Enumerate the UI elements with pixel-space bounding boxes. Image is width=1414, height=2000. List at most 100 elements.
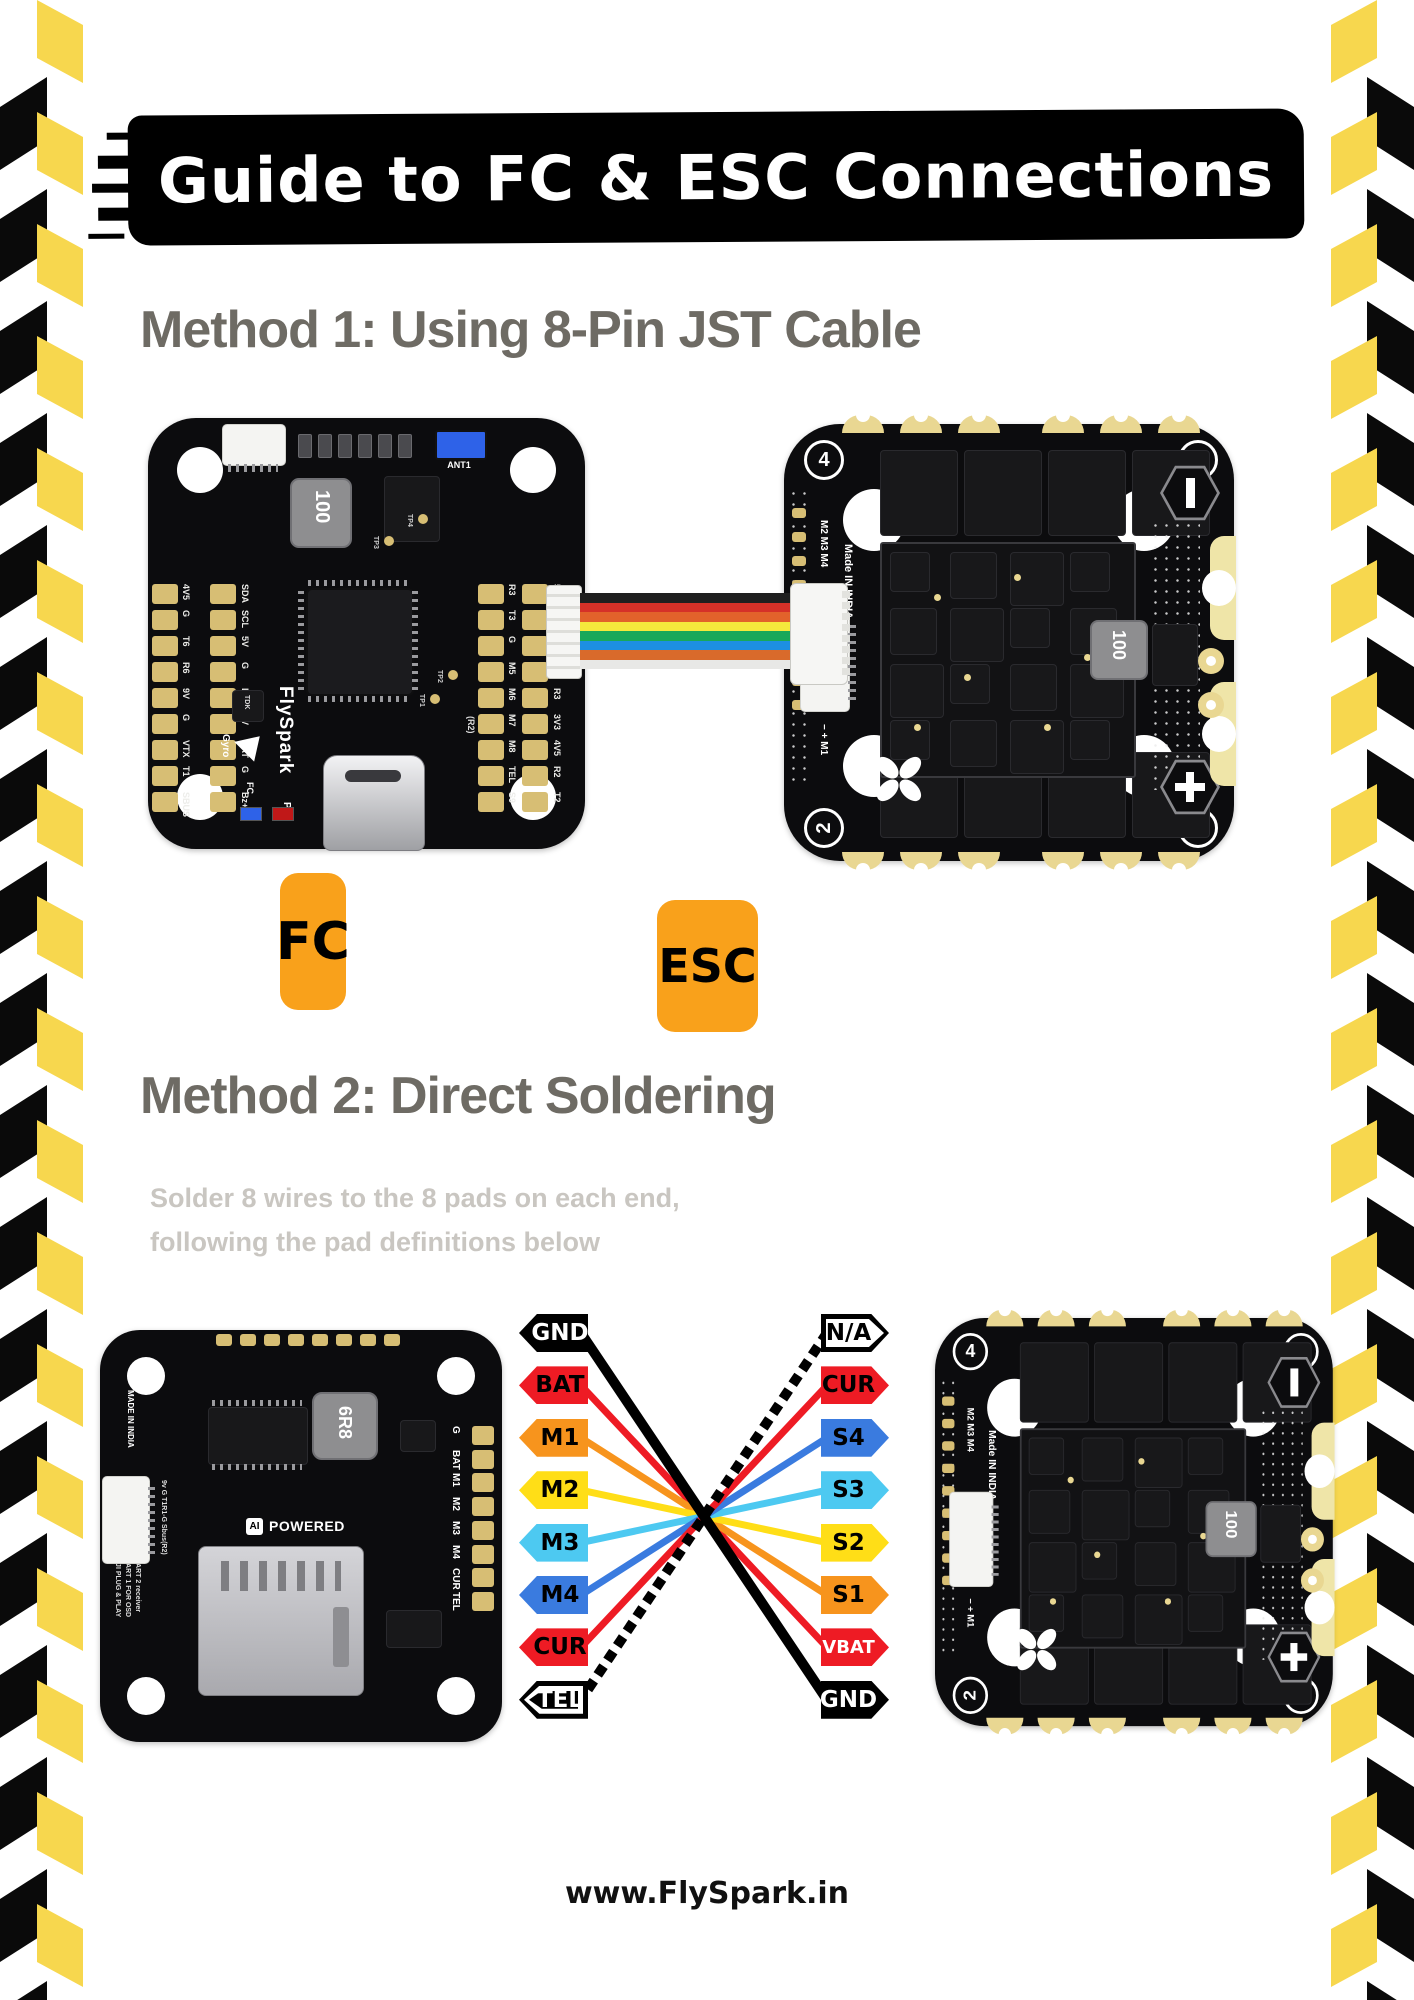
jst-socket-pins: [991, 1501, 999, 1576]
tape-yellow-chevron: [37, 896, 83, 979]
flyspark-logo: [870, 750, 928, 808]
smd-chip: [1070, 552, 1110, 592]
mcu-pins-bottom: [308, 696, 408, 702]
smd-chip: [1010, 664, 1057, 711]
right-outer-label: 4V5: [552, 740, 562, 757]
tape-yellow-chevron: [1331, 896, 1377, 979]
esc-label-tag: ESC: [657, 900, 758, 1032]
test-point-dot: [384, 536, 394, 546]
tape-yellow-chevron: [1331, 1344, 1377, 1427]
pad-tag-vbat: VBAT: [821, 1628, 889, 1667]
smd-chip: [1134, 1594, 1183, 1645]
motor-pad-scallop: [1158, 852, 1200, 877]
tdk-label: TDK: [243, 695, 250, 710]
motor-pad-scallop: [1158, 408, 1200, 433]
left-outer-label: R6: [181, 662, 191, 674]
tape-black-chevron: [1367, 1869, 1414, 1962]
tape-yellow-chevron: [1331, 448, 1377, 531]
right-outer-label: R3: [552, 688, 562, 700]
right-inner-pad: [478, 584, 504, 604]
capacitor: [398, 434, 412, 458]
edge-pad: [288, 1334, 304, 1346]
tape-black-chevron: [1367, 1645, 1414, 1738]
right-outer-pad: [522, 792, 548, 812]
motor-pad-scallop: [1214, 1717, 1252, 1742]
fc-solder-pad: [472, 1568, 494, 1588]
solder-dot: [1094, 1551, 1101, 1559]
inductor-100-label: 100: [1109, 630, 1129, 661]
smd-chip: [1028, 1437, 1065, 1475]
method2-heading: Method 2: Direct Soldering: [140, 1067, 777, 1125]
solder-dot: [914, 724, 921, 731]
smd-chip: [890, 552, 930, 592]
tape-yellow-chevron: [37, 672, 83, 755]
right-inner-pad: [478, 636, 504, 656]
smd-chip: [1081, 1542, 1118, 1580]
m1-order-label: − + M1: [818, 724, 829, 756]
power-chip: [1152, 624, 1198, 686]
tag-label: S3: [832, 1477, 865, 1504]
tape-black-chevron: [1367, 1981, 1414, 2000]
right-outer-label: 3V3: [552, 714, 562, 731]
capacitor: [378, 434, 392, 458]
pad-tag-s2: S2: [821, 1523, 889, 1562]
edge-pad: [942, 1396, 955, 1406]
motor-pad-scallop: [1042, 408, 1084, 433]
tape-yellow-chevron: [1331, 784, 1377, 867]
mcu-chip: [306, 588, 414, 696]
fc-solder-pad: [472, 1544, 494, 1564]
tape-black-chevron: [0, 1757, 47, 1850]
motor-pad-scallop: [1088, 1717, 1126, 1742]
tape-yellow-chevron: [37, 1008, 83, 1091]
smd-chip: [1028, 1489, 1071, 1534]
motor-pad-scallop: [1163, 1717, 1201, 1742]
left-inner-pad: [210, 792, 236, 812]
tape-black-chevron: [1367, 973, 1414, 1066]
smd-chip: [1134, 1489, 1171, 1528]
caution-tape-right: [1331, 0, 1414, 2000]
sd-slot-notch: [333, 1607, 349, 1667]
cable-stripes: [580, 593, 790, 669]
tape-black-chevron: [1367, 1757, 1414, 1850]
tag-label: TEL: [536, 1686, 584, 1713]
cable-stripe-1: [580, 593, 790, 603]
left-outer-pad: [152, 636, 178, 656]
tape-yellow-chevron: [1331, 1456, 1377, 1539]
tape-yellow-chevron: [1331, 1568, 1377, 1651]
motor-pad-scallop: [1163, 1303, 1201, 1327]
motor-pad-scallop: [1214, 1303, 1252, 1327]
jst-socket-pins: [848, 620, 856, 700]
fc-solder-pad: [472, 1520, 494, 1540]
tag-label: M4: [540, 1582, 580, 1608]
edge-pad: [216, 1334, 232, 1346]
fc-solder-pad: [472, 1497, 494, 1517]
tape-black-chevron: [0, 1533, 47, 1626]
cable-stripe-3: [580, 612, 790, 622]
jst-pins: [148, 1484, 155, 1554]
dip-pins-bottom: [212, 1464, 302, 1470]
right-inner-label: M5: [507, 662, 517, 675]
motor-pad-scallop: [986, 1303, 1024, 1327]
pad-tag-s1: S1: [821, 1576, 889, 1614]
mounting-hole: [127, 1677, 165, 1715]
edge-pad: [336, 1334, 352, 1346]
regulator-chip: [386, 1610, 442, 1648]
pad-tag-m1: M1: [519, 1418, 588, 1457]
inductor-100: 100: [1205, 1501, 1257, 1558]
smd-chip: [1081, 1594, 1124, 1639]
smd-chip: [950, 552, 997, 599]
right-inner-label: TEL: [507, 766, 517, 783]
mcu-pins-top: [308, 580, 408, 586]
right-inner-pad: [478, 688, 504, 708]
fc-solder-pad: [472, 1591, 494, 1611]
test-point-dot: [448, 670, 458, 680]
solder-dot: [1164, 1598, 1172, 1605]
capacitor: [338, 434, 352, 458]
mcu-pins-right: [412, 590, 418, 690]
left-inner-pad: [210, 688, 236, 708]
motor-pad-scallop: [1088, 1303, 1126, 1327]
silkscreen-uart: 9v G T1R1-G Sbus(R2): [160, 1480, 167, 1555]
mosfet-chip: [1168, 1342, 1238, 1423]
tag-layer: [529, 1690, 578, 1709]
caution-tape-left: [0, 0, 83, 2000]
